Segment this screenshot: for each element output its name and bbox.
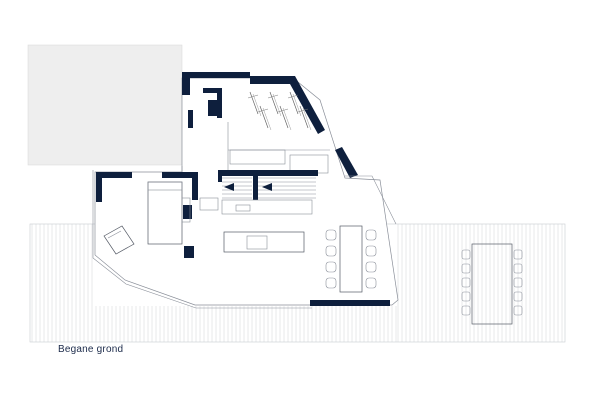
kitchen-counter-back [221,199,313,215]
dining-chairs [325,229,377,289]
side-table [181,197,191,223]
sofa-back [147,181,183,191]
outdoor-table [471,243,513,325]
dining-table [339,225,363,293]
kitchen-island [223,231,305,253]
floor-label: Begane grond [58,344,124,355]
kitchen-sink [235,204,251,212]
glazing-line [92,170,312,309]
terrace-decking-left [31,224,397,342]
north-wing-walls [182,72,358,178]
bunk-beds [247,91,312,131]
armchair [103,225,135,255]
neighbour-building [27,44,183,166]
cooktop [246,235,268,250]
outdoor-chairs [461,249,523,316]
stair-arrow-right [262,183,272,191]
stairs [222,177,316,199]
stair-arrow-left [224,183,234,191]
central-walls [96,170,390,306]
storage-unit [199,197,219,211]
